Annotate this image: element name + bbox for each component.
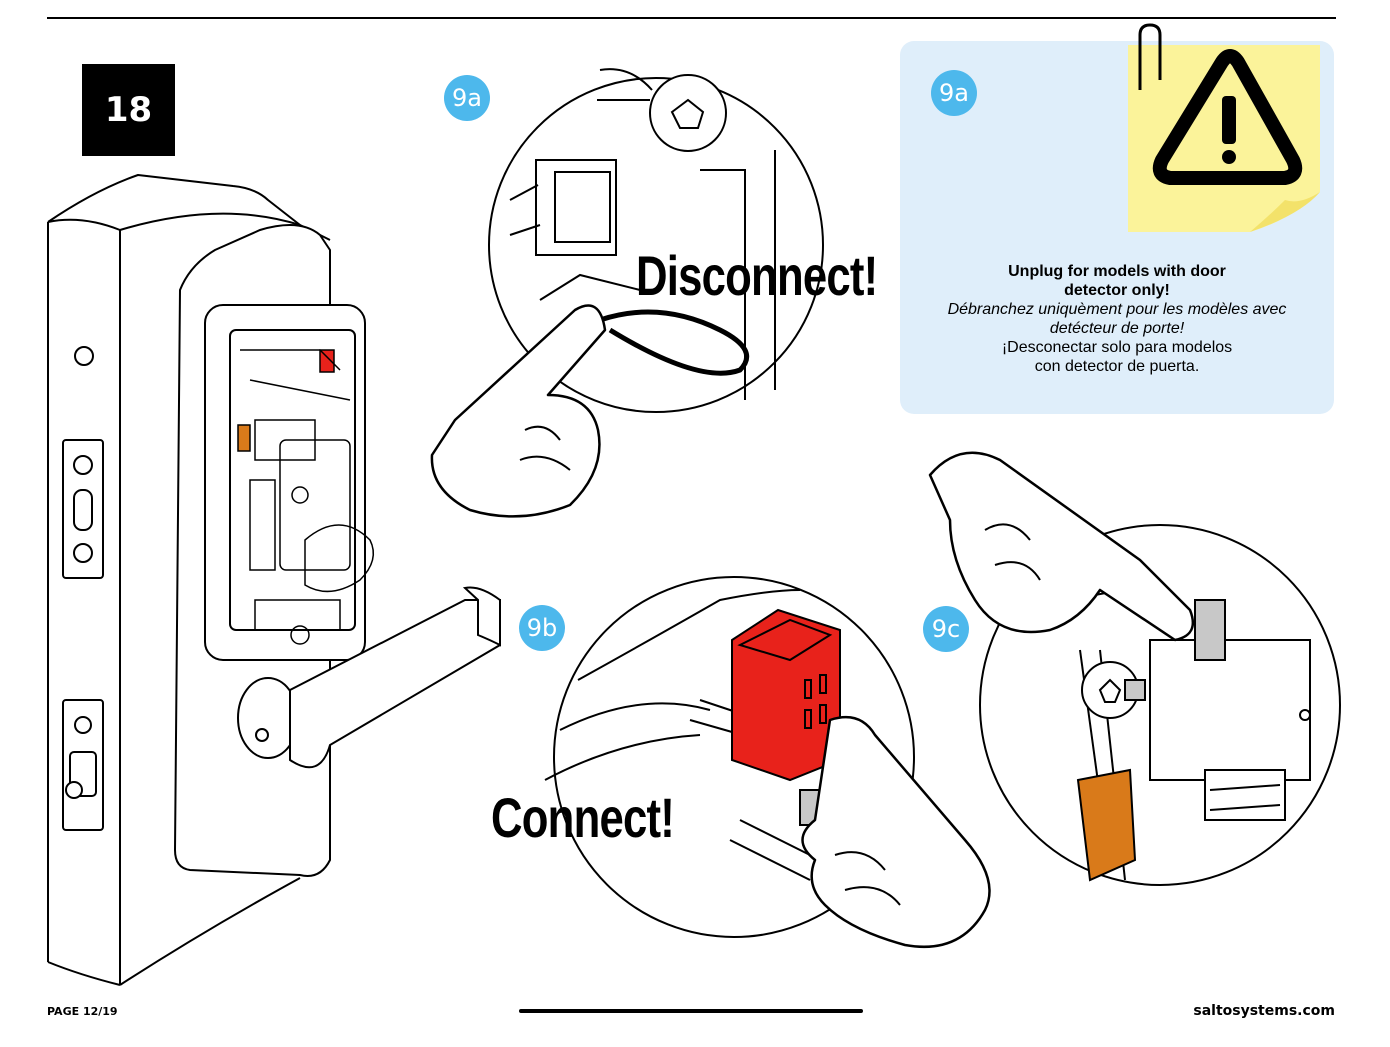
note-fr-line2: detécteur de porte! [1049, 320, 1185, 337]
edge-hole [74, 346, 94, 366]
note-text: Unplug for models with door detector onl… [905, 262, 1329, 376]
note-fr-line1: Débranchez uniquèment pour les modèles a… [947, 301, 1287, 318]
badge-9c: 9c [923, 606, 969, 652]
badge-9b: 9b [519, 605, 565, 651]
detail-9a-disconnect [430, 68, 824, 518]
footer-website: saltosystems.com [1193, 1003, 1335, 1019]
note-en-line1: Unplug for models with door [1008, 263, 1226, 280]
note-es-line1: ¡Desconectar solo para modelos [1001, 339, 1233, 356]
top-rule [47, 17, 1336, 19]
note-es-line2: con detector de puerta. [1034, 358, 1200, 375]
step-number: 18 [82, 64, 175, 156]
page-number: PAGE 12/19 [47, 1005, 118, 1018]
detail-9c [928, 451, 1341, 886]
footer-rule [519, 1009, 863, 1013]
badge-9a: 9a [444, 75, 490, 121]
detail-9b-connect [544, 576, 991, 949]
disconnect-label: Disconnect! [636, 244, 878, 307]
lever-handle [237, 586, 501, 769]
connect-label: Connect! [491, 786, 675, 849]
badge-9a-note: 9a [931, 70, 977, 116]
note-en-line2: detector only! [1064, 282, 1170, 299]
